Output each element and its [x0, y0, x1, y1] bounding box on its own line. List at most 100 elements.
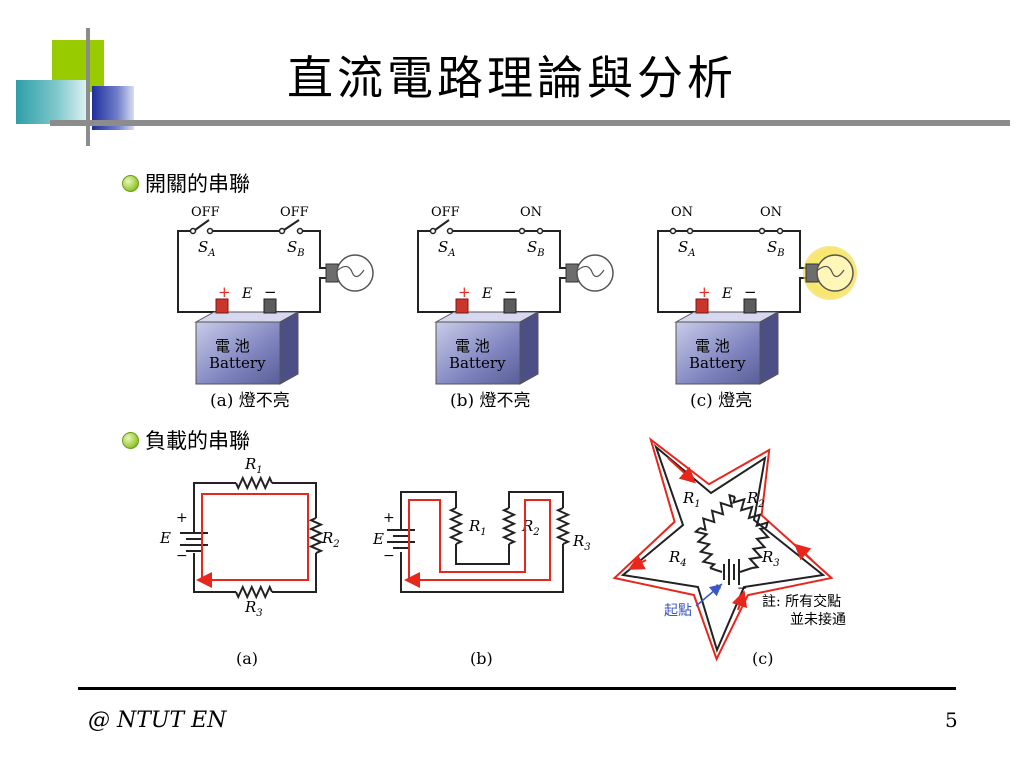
resistor-label-r2: R2 — [521, 517, 540, 538]
circuit-caption: (a) 燈不亮 — [210, 391, 290, 411]
switch-state-label: OFF — [191, 205, 220, 220]
wire — [272, 277, 328, 313]
switch-contact — [189, 227, 197, 235]
switch-contact — [686, 227, 694, 235]
battery-negative-terminal — [503, 298, 517, 314]
source-emf-label: E — [159, 529, 171, 547]
switch-name-label: SB — [527, 238, 545, 259]
wire — [512, 277, 568, 313]
decor-vertical-line — [86, 28, 90, 146]
battery-label-chinese: 電 池 — [215, 337, 250, 355]
battery-minus-label: − — [504, 283, 517, 301]
lamp-filament — [577, 265, 605, 278]
battery-emf-label: E — [481, 286, 492, 302]
wire — [177, 230, 222, 313]
battery-emf-label: E — [241, 286, 252, 302]
battery-emf-label: E — [721, 286, 732, 302]
switch-contact — [536, 227, 544, 235]
wire — [752, 277, 808, 313]
resistor-r1 — [699, 493, 736, 532]
resistor-label-r1: R1 — [468, 517, 487, 538]
decor-horizontal-line — [50, 120, 1010, 126]
battery-plus-label: + — [218, 283, 231, 301]
wire — [417, 230, 462, 313]
page-title: 直流電路理論與分析 — [287, 51, 737, 105]
wire — [193, 482, 317, 593]
wire — [709, 567, 723, 573]
switch-contact — [669, 227, 677, 235]
resistor-r4 — [693, 527, 717, 569]
source-emf-label: E — [372, 530, 384, 548]
switch-blade-open — [283, 219, 300, 231]
resistor-r3 — [747, 527, 771, 569]
resistor-r2 — [501, 507, 517, 545]
switch-contact — [518, 227, 526, 235]
section-heading-loads: 負載的串聯 — [122, 425, 250, 455]
switch-contact — [278, 227, 286, 235]
lamp-filament — [817, 265, 845, 278]
footer-text: @ NTUT EN — [88, 708, 227, 733]
battery-label-english: Battery — [449, 354, 506, 372]
wire — [657, 230, 702, 313]
battery-minus-label: − — [744, 283, 757, 301]
source-plus-label: + — [176, 510, 188, 526]
circuit-caption: (a) — [236, 649, 258, 668]
switch-blade-open — [194, 219, 210, 231]
wire — [400, 491, 564, 593]
battery-side — [279, 311, 299, 385]
battery-positive-terminal — [215, 298, 229, 314]
current-arrow — [731, 590, 748, 611]
switch-name-label: SB — [767, 238, 785, 259]
switch-state-label: ON — [760, 205, 782, 220]
battery-label-chinese: 電 池 — [695, 337, 730, 355]
current-path — [196, 493, 309, 588]
switch-state-label: ON — [671, 205, 693, 220]
note-line-1: 註: 所有交點 — [762, 593, 841, 610]
circuit-caption: (b) 燈不亮 — [450, 391, 531, 411]
switch-blade-open — [434, 219, 450, 231]
resistor-label-r2: R2 — [746, 489, 765, 510]
switch-name-label: SA — [198, 238, 216, 259]
battery-side — [759, 311, 779, 385]
start-point-label: 起點 — [664, 603, 692, 619]
resistor-label-r4: R4 — [668, 548, 687, 569]
source-minus-label: − — [176, 548, 188, 564]
lamp-base — [325, 263, 339, 283]
switch-name-label: SB — [287, 238, 305, 259]
wire — [739, 567, 753, 573]
switch-contact — [206, 227, 214, 235]
battery-negative-terminal — [743, 298, 757, 314]
source-plus-label: + — [383, 510, 395, 526]
switch-name-label: SA — [678, 238, 696, 259]
lamp-bulb — [576, 254, 614, 292]
switch-contact — [776, 227, 784, 235]
battery-plus-label: + — [698, 283, 711, 301]
battery-plus-label: + — [458, 283, 471, 301]
lamp-base — [565, 263, 579, 283]
lamp-filament — [337, 265, 365, 278]
resistor-label-r3: R3 — [572, 532, 591, 553]
switch-name-label: SA — [438, 238, 456, 259]
lamp-bulb — [816, 254, 854, 292]
footer-divider — [78, 687, 956, 690]
battery-label-english: Battery — [689, 354, 746, 372]
resistor-r3 — [555, 507, 571, 545]
current-arrow — [627, 555, 647, 570]
switch-contact — [296, 227, 304, 235]
resistor-r1 — [448, 507, 464, 545]
wire — [690, 230, 808, 269]
resistor-label-r1: R1 — [682, 489, 701, 510]
decor-cyan-block — [16, 80, 90, 124]
source-minus-label: − — [737, 581, 747, 595]
circuit-caption: (b) — [470, 649, 493, 668]
switch-state-label: OFF — [431, 205, 460, 220]
battery-minus-label: − — [264, 283, 277, 301]
lamp-base — [805, 263, 819, 283]
